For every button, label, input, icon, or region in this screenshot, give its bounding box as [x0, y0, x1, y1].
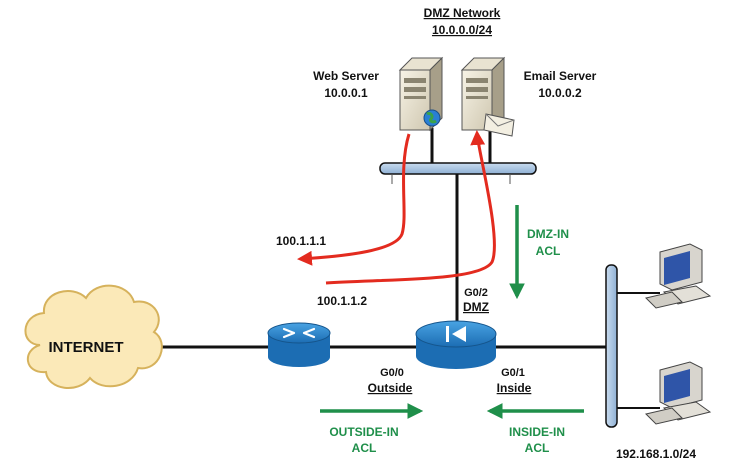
traffic-arrow-web-to-host1 [297, 133, 411, 266]
inside-switch-bar [605, 264, 618, 428]
firewall-inside-label: Inside [497, 381, 532, 395]
pc-icon [645, 361, 712, 425]
acl-inside-in-acl: ACL [525, 441, 550, 455]
server-icon [398, 56, 444, 132]
firewall-dmz-port: G0/2 [464, 287, 488, 299]
email-server-name: Email Server [524, 69, 597, 83]
firewall-inside-port: G0/1 [501, 367, 525, 379]
globe-icon [423, 109, 441, 127]
envelope-icon [483, 113, 515, 137]
acl-dmz-in-acl: ACL [536, 244, 561, 258]
acl-outside-in-label: OUTSIDE-IN [329, 425, 398, 439]
email-server-ip: 10.0.0.2 [538, 86, 582, 100]
firewall-outside-port: G0/0 [380, 367, 404, 379]
dmz-switch-bar [379, 162, 537, 175]
internet-label: INTERNET [49, 339, 124, 356]
firewall-icon [415, 320, 497, 369]
external-host-2-ip: 100.1.1.2 [317, 294, 367, 308]
web-server-name: Web Server [313, 69, 379, 83]
external-host-1-ip: 100.1.1.1 [276, 234, 326, 248]
router-icon [267, 322, 331, 367]
dmz-network-subnet: 10.0.0.0/24 [432, 23, 492, 37]
pc-icon [645, 243, 712, 309]
web-server-ip: 10.0.0.1 [324, 86, 368, 100]
acl-inside-in-label: INSIDE-IN [509, 425, 565, 439]
inside-network-subnet: 192.168.1.0/24 [616, 447, 696, 461]
cloud-icon [24, 284, 163, 390]
dmz-network-title: DMZ Network [424, 6, 501, 20]
acl-dmz-in-label: DMZ-IN [527, 227, 569, 241]
acl-outside-in-acl: ACL [352, 441, 377, 455]
traffic-arrow-host2-to-email [325, 130, 496, 285]
firewall-dmz-label: DMZ [463, 300, 489, 314]
firewall-outside-label: Outside [368, 381, 413, 395]
